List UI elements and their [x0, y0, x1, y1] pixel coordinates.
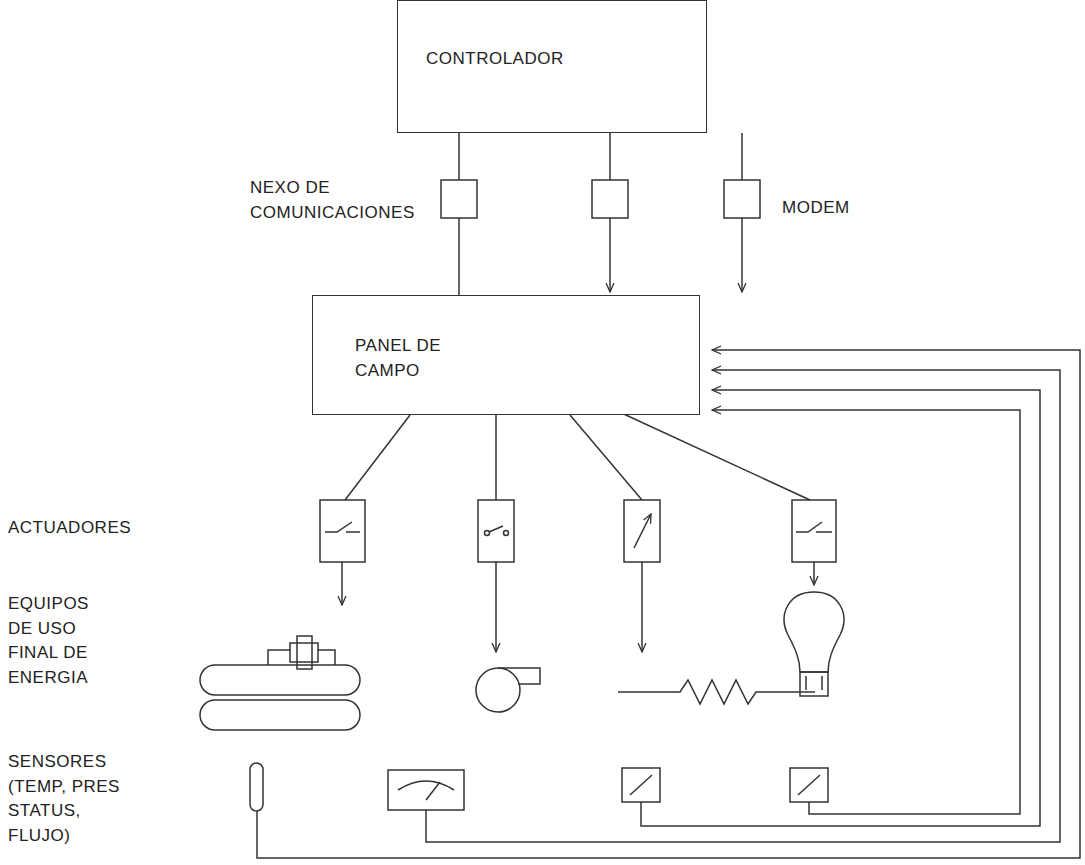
modem-label: MODEM	[782, 196, 902, 221]
fan-symbol	[476, 668, 540, 712]
actuator-wire	[615, 410, 810, 500]
bulb-symbol	[784, 592, 844, 696]
controller-box: CONTROLADOR	[397, 0, 707, 133]
thermometer-symbol	[250, 763, 263, 811]
sensor-wire	[641, 390, 1040, 826]
actuator-box	[320, 500, 365, 562]
node-text: PANEL DE CAMPO	[355, 334, 465, 383]
actuator-box	[792, 500, 836, 562]
switch-symbol	[489, 526, 503, 532]
modem-box	[592, 180, 628, 218]
field-panel-box: PANEL DE CAMPO	[312, 295, 700, 415]
meter-symbol	[634, 514, 651, 548]
tank-motor-symbol	[200, 636, 360, 730]
switch-symbol	[325, 522, 360, 532]
actuator-wire	[345, 415, 410, 500]
sensor-wire	[712, 410, 1020, 814]
sensor-box	[622, 768, 660, 802]
actuator-box	[624, 500, 660, 562]
row-label: ACTUADORES	[8, 516, 168, 541]
actuator-box	[478, 500, 514, 562]
actuator-wire	[495, 415, 497, 500]
modem-box	[724, 180, 760, 218]
row-label: EQUIPOS DE USO FINAL DE ENERGIA	[8, 592, 96, 691]
modem-box	[441, 180, 477, 218]
sensor-box	[790, 768, 828, 802]
row-label: SENSORES (TEMP, PRES STATUS, FLUJO)	[8, 750, 146, 849]
sensor-wire	[257, 350, 1080, 858]
comm-link-label: NEXO DE COMUNICACIONES	[250, 176, 425, 225]
node-text: CONTROLADOR	[426, 47, 686, 72]
gauge-symbol	[388, 770, 464, 810]
actuator-wire	[570, 415, 642, 500]
sensor-wire	[426, 370, 1060, 842]
resistor-symbol	[618, 680, 815, 704]
switch-symbol	[796, 522, 832, 532]
